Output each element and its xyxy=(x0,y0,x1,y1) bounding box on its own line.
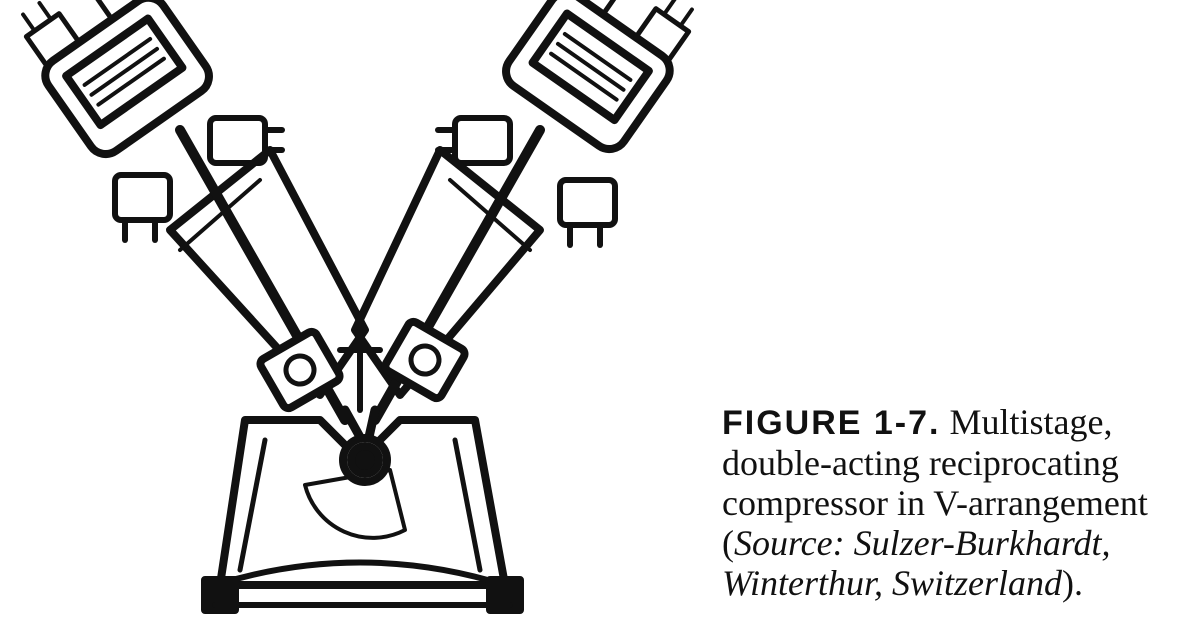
figure-caption: FIGURE 1-7. Multistage, double-acting re… xyxy=(722,402,1192,603)
crankcase xyxy=(201,416,524,614)
compressor-cross-section-drawing xyxy=(21,0,694,614)
caption-source-text: Sulzer-Burkhardt, Winterthur, Switzerlan… xyxy=(722,523,1111,603)
caption-source-open: ( xyxy=(722,523,734,563)
left-cylinder xyxy=(21,0,213,159)
caption-text: Multistage, double-acting reciprocating … xyxy=(722,402,1148,523)
right-cylinder xyxy=(502,0,694,154)
right-crosshead xyxy=(381,317,469,403)
caption-source-close: ). xyxy=(1062,563,1084,603)
caption-source-label: Source: xyxy=(734,523,845,563)
center-web xyxy=(337,327,383,413)
left-valve-lower xyxy=(112,172,173,243)
right-valve-lower xyxy=(557,177,618,248)
crankshaft xyxy=(303,405,407,540)
figure-label: FIGURE 1-7. xyxy=(722,404,941,442)
left-crosshead xyxy=(256,327,344,413)
